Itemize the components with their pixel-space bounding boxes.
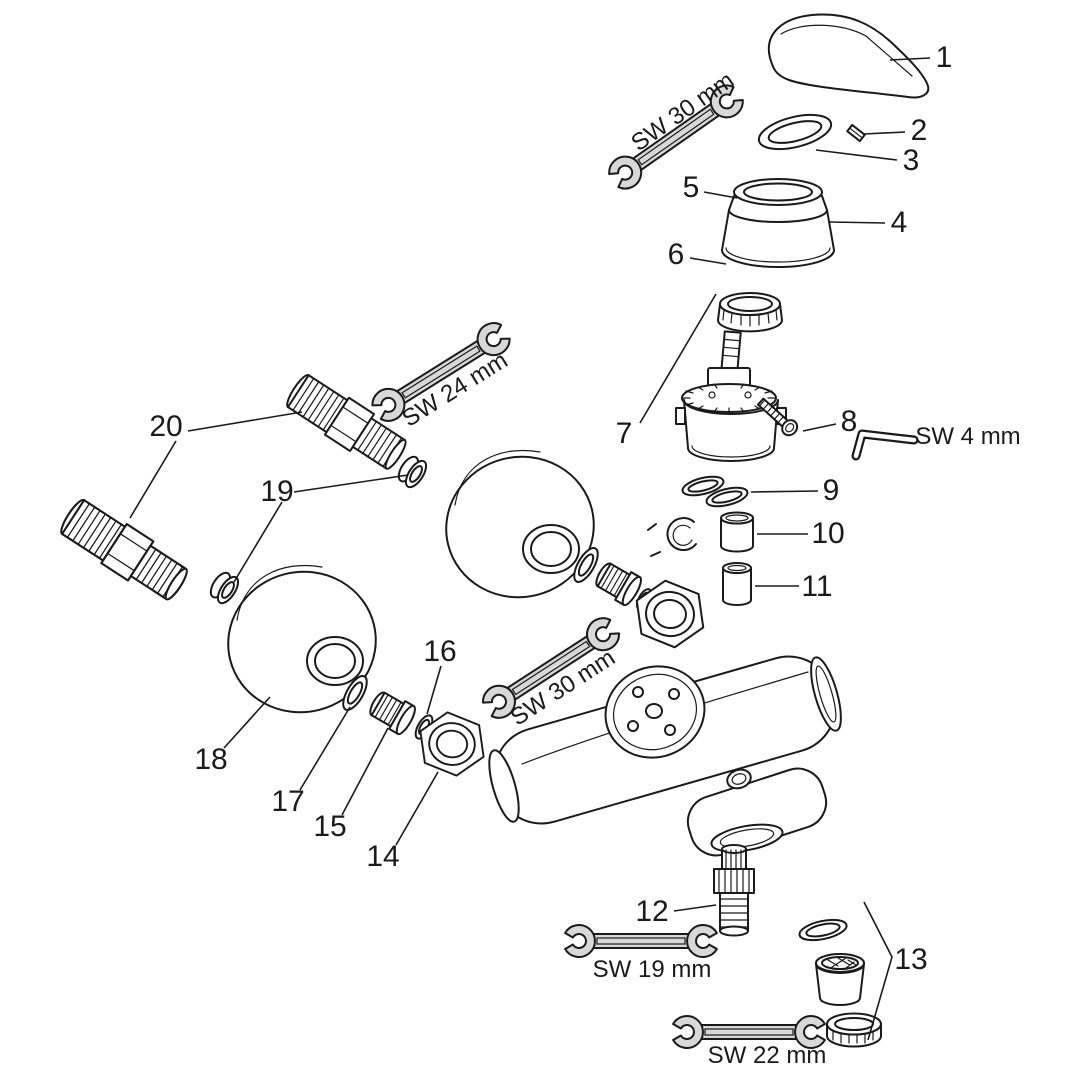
spout-seal <box>798 918 848 942</box>
cap-sleeve <box>721 178 835 268</box>
part-label-17: 17 <box>271 785 304 818</box>
seal-ring-upper <box>397 455 428 489</box>
escutcheon-lower <box>227 564 377 714</box>
part-label-18: 18 <box>194 743 227 776</box>
aerator-ring <box>826 1012 882 1048</box>
part-label-6: 6 <box>668 238 685 271</box>
part-label-8: 8 <box>841 405 858 438</box>
escutcheon-upper <box>445 449 595 599</box>
body-flange <box>604 665 706 759</box>
threaded-adapter-upper <box>595 562 642 607</box>
part-label-20: 20 <box>149 410 182 443</box>
handle-ring <box>757 113 833 151</box>
union-nut-upper <box>635 579 705 649</box>
handle-lever <box>767 13 930 99</box>
part-label-14: 14 <box>366 840 399 873</box>
s-connector-lower <box>54 493 194 608</box>
part-label-13: 13 <box>894 943 927 976</box>
allen-key-sw4-icon <box>851 429 919 461</box>
tool-label-sw4: SW 4 mm <box>915 423 1020 450</box>
s-connector-upper <box>281 368 413 477</box>
union-nut-lower <box>419 711 485 777</box>
part-label-2: 2 <box>911 114 928 147</box>
leader-lines <box>129 57 931 1041</box>
valve-cartridge <box>713 844 755 937</box>
cartridge <box>675 330 787 462</box>
seal-ring-lower <box>209 571 240 605</box>
part-label-9: 9 <box>823 474 840 507</box>
wrench-sw19 <box>564 924 718 958</box>
part-label-7: 7 <box>616 417 633 450</box>
part-label-12: 12 <box>635 895 668 928</box>
threaded-ring <box>717 292 783 333</box>
washer-lower <box>342 675 368 711</box>
fixing-screw <box>757 397 799 437</box>
part-label-11: 11 <box>801 570 832 603</box>
part-number-labels: 1 2 3 4 5 6 7 8 9 10 11 12 13 14 15 16 1… <box>149 41 952 976</box>
part-label-16: 16 <box>423 635 456 668</box>
threaded-adapter-lower <box>369 691 416 736</box>
aerator <box>815 953 865 1006</box>
part-label-19: 19 <box>260 475 293 508</box>
tools <box>367 79 919 1049</box>
retaining-clip <box>647 517 697 557</box>
part-label-15: 15 <box>313 810 346 843</box>
sleeve-cup-10 <box>720 511 754 553</box>
o-rings <box>681 475 749 508</box>
part-label-4: 4 <box>891 206 908 239</box>
part-label-10: 10 <box>811 517 844 550</box>
sleeve-cup-11 <box>722 562 752 606</box>
mixer-body <box>488 655 842 857</box>
tool-label-sw22: SW 22 mm <box>708 1042 827 1069</box>
washer-upper <box>573 547 599 583</box>
tool-label-sw19: SW 19 mm <box>593 956 712 983</box>
handle-screw <box>846 123 866 143</box>
part-label-3: 3 <box>903 144 920 177</box>
part-label-1: 1 <box>936 41 953 74</box>
part-label-5: 5 <box>683 171 700 204</box>
